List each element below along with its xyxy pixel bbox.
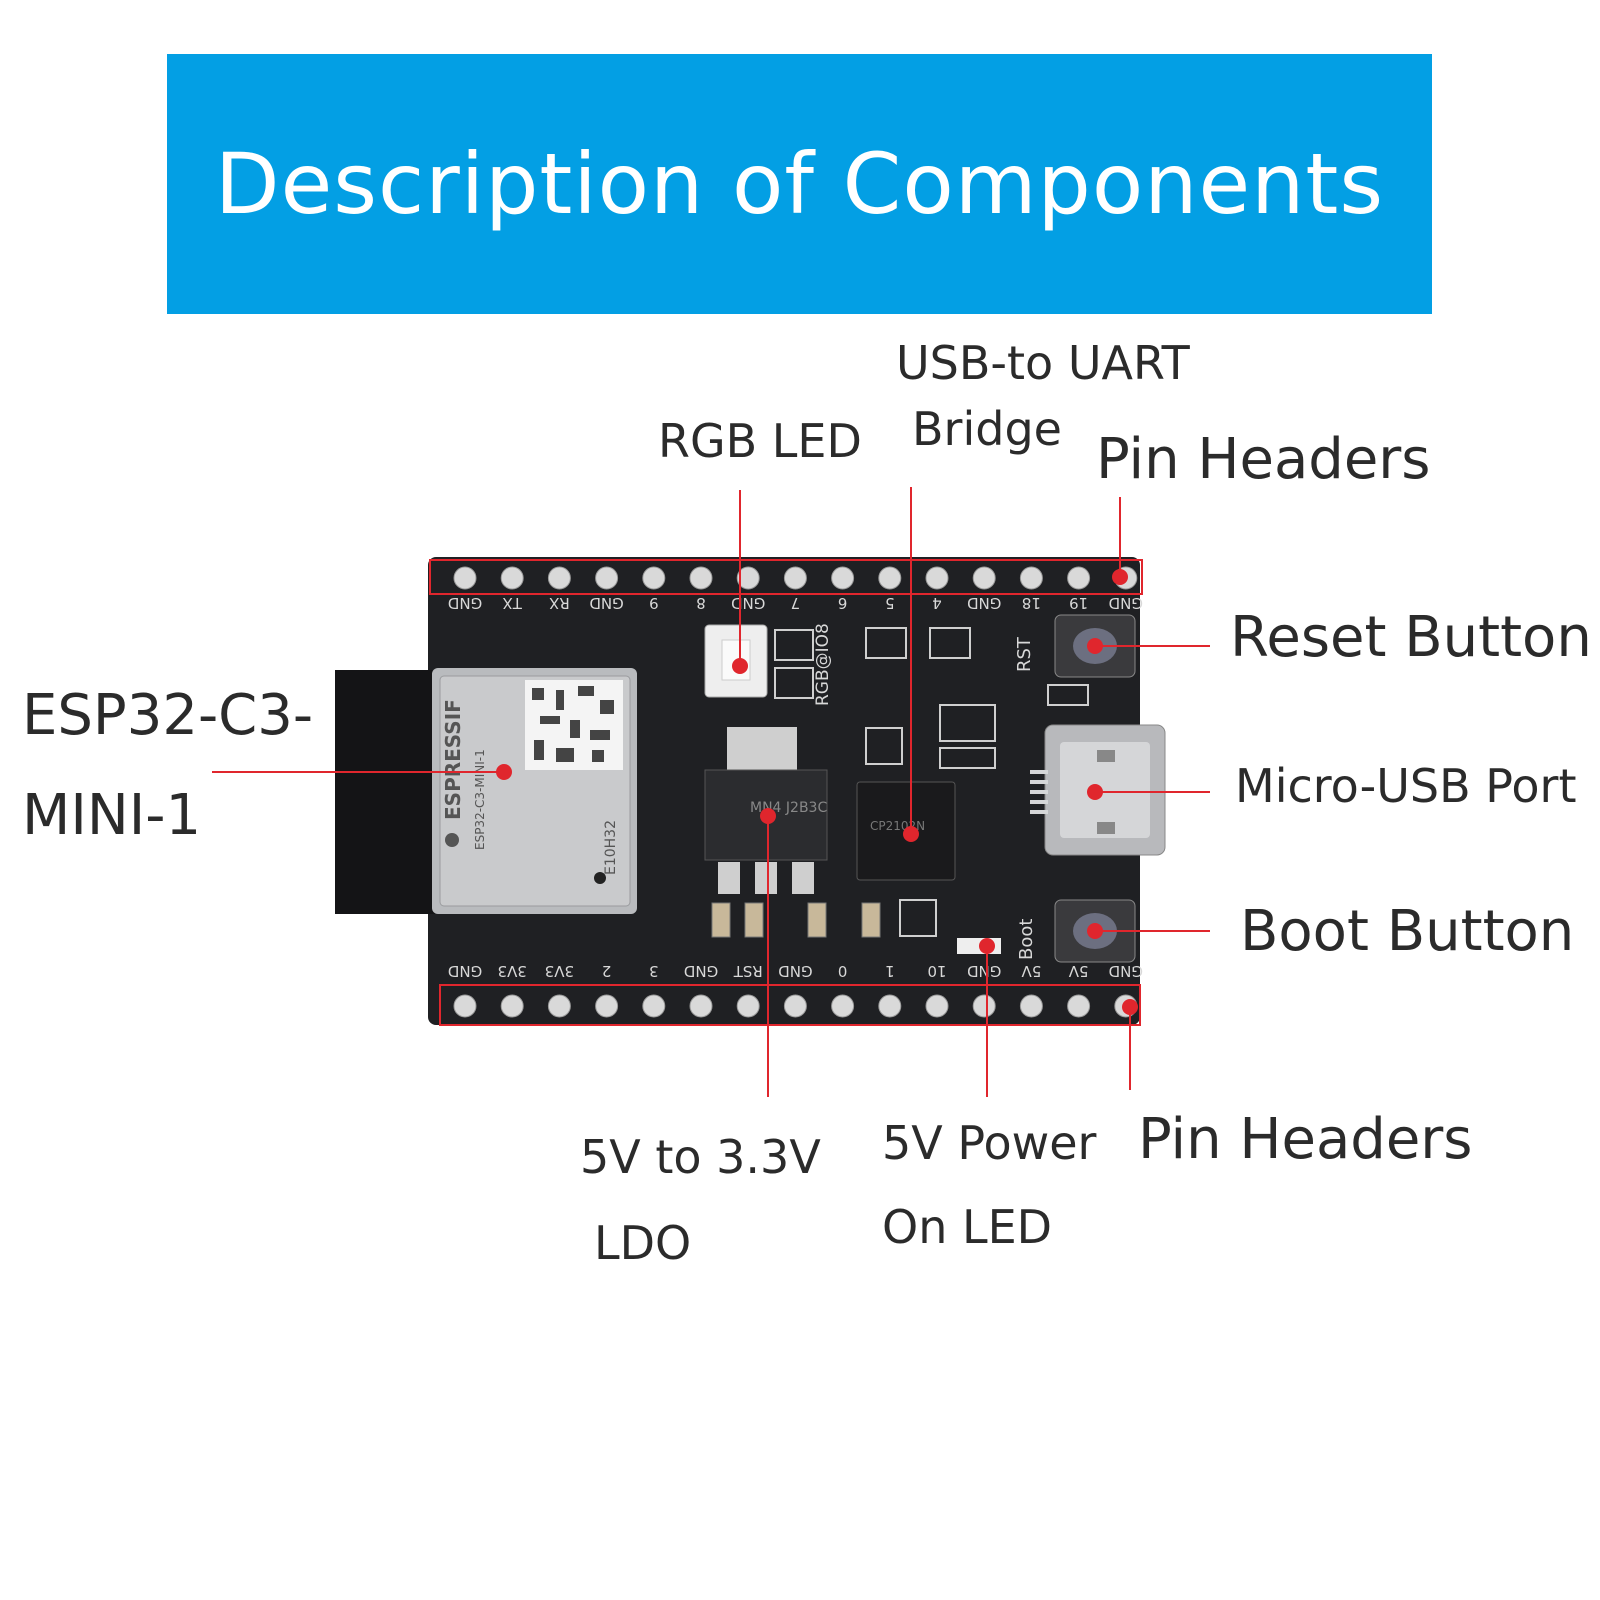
pin-pad (878, 994, 902, 1018)
module-model-text: ESP32-C3-MINI-1 (473, 749, 487, 850)
pin-label: 5V (1068, 962, 1089, 980)
pin-pad (783, 994, 807, 1018)
page-title: Description of Components (214, 135, 1385, 233)
pin-label: GND (589, 594, 623, 612)
silk-boot-text: Boot (1016, 919, 1037, 960)
label-pin-headers-top: Pin Headers (1096, 427, 1431, 492)
bottom-header-outline (439, 984, 1141, 1026)
label-boot-button: Boot Button (1240, 899, 1575, 964)
pin-pad (736, 566, 760, 590)
pin-label: 1 (885, 962, 895, 980)
top-header-outline (429, 559, 1143, 595)
label-reset-button: Reset Button (1230, 605, 1592, 670)
label-usb-uart-line2: Bridge (912, 402, 1062, 456)
pin-label: 3 (649, 962, 659, 980)
title-banner: Description of Components (167, 54, 1432, 314)
label-module: ESP32-C3- MINI-1 (22, 688, 313, 844)
label-power-led: 5V Power On LED (882, 1120, 1096, 1250)
silk-rst-text: RST (1014, 636, 1035, 672)
pin-pad (500, 566, 524, 590)
top-pin-row: GND TX RX GND 9 8 GND 7 6 5 4 GND 18 19 GND (448, 566, 1143, 612)
pin-label: 3V3 (545, 962, 574, 980)
label-ldo-line2: LDO (594, 1216, 692, 1270)
label-module-line1: ESP32-C3- (22, 683, 314, 748)
label-usb-uart-line1: USB-to UART (896, 336, 1190, 390)
pin-pad (1019, 566, 1043, 590)
pin-pad (878, 566, 902, 590)
pin-pad (736, 994, 760, 1018)
pin-label: TX (502, 594, 522, 612)
pin-pad (642, 566, 666, 590)
pin-label: GND (967, 962, 1001, 980)
label-power-led-line2: On LED (882, 1200, 1053, 1254)
pin-pad (595, 566, 619, 590)
pin-label: 5 (885, 594, 895, 612)
pin-label: 19 (1069, 594, 1088, 612)
pin-label: 6 (838, 594, 848, 612)
pin-pad (547, 994, 571, 1018)
pin-label: 0 (838, 962, 848, 980)
pin-label: GND (778, 962, 812, 980)
pin-pad (925, 994, 949, 1018)
module-brand-text: ESPRESSIF (441, 699, 465, 820)
label-ldo-line1: 5V to 3.3V (580, 1130, 821, 1184)
silk-rgb-text: RGB@IO8 (813, 623, 833, 706)
pin-pad (831, 994, 855, 1018)
pin-pad (972, 994, 996, 1018)
pin-label: GND (731, 594, 765, 612)
pin-pad (500, 994, 524, 1018)
label-rgb-led: RGB LED (658, 414, 862, 468)
pin-label: GND (448, 594, 482, 612)
pin-label: GND (448, 962, 482, 980)
pin-pad (1067, 566, 1091, 590)
pin-label: 7 (791, 594, 801, 612)
pin-pad (689, 566, 713, 590)
pin-pad (547, 566, 571, 590)
pin-label: 2 (602, 962, 612, 980)
pin-label: 3V3 (498, 962, 527, 980)
pin-pad (689, 994, 713, 1018)
pin-label: 18 (1022, 594, 1041, 612)
pin-label: 8 (696, 594, 706, 612)
pin-label: 4 (932, 594, 942, 612)
pin-label: GND (1109, 962, 1143, 980)
pin-pad (1067, 994, 1091, 1018)
label-usb-uart: USB-to UART Bridge (896, 340, 1190, 452)
pin-pad (642, 994, 666, 1018)
pin-pad (453, 994, 477, 1018)
pin-pad (595, 994, 619, 1018)
pin-label: GND (967, 594, 1001, 612)
pin-pad (783, 566, 807, 590)
pin-label: RX (549, 594, 570, 612)
pin-pad (831, 566, 855, 590)
label-power-led-line1: 5V Power (882, 1116, 1097, 1170)
bottom-pin-row: GND 3V3 3V3 2 3 GND RST GND 0 1 10 GND 5V 5V GND (448, 962, 1143, 1018)
pin-label: 10 (927, 962, 946, 980)
pin-pad (925, 566, 949, 590)
module-code-text: E10H32 (603, 820, 619, 875)
pin-pad (453, 566, 477, 590)
pin-label: 5V (1021, 962, 1042, 980)
label-micro-usb: Micro-USB Port (1235, 759, 1577, 813)
pin-pad (972, 566, 996, 590)
pin-pad (1019, 994, 1043, 1018)
label-ldo: 5V to 3.3V LDO (580, 1134, 821, 1266)
pin-label: 9 (649, 594, 659, 612)
pin-label: GND (1109, 594, 1143, 612)
pin-label: RST (733, 962, 763, 980)
label-pin-headers-bottom: Pin Headers (1138, 1107, 1473, 1172)
pin-label: GND (684, 962, 718, 980)
label-module-line2: MINI-1 (22, 783, 202, 848)
ldo-tab (727, 727, 797, 777)
